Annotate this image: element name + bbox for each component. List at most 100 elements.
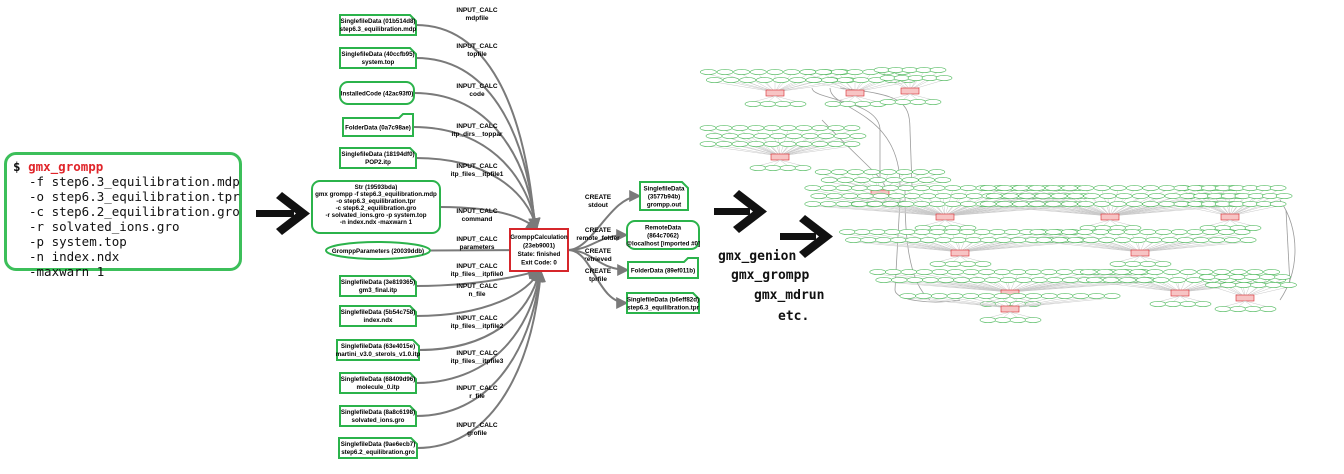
- overview-edge: [1116, 233, 1141, 253]
- overview-data-node: [979, 201, 997, 207]
- overview-edge: [1121, 273, 1181, 293]
- overview-edge: [1109, 205, 1232, 217]
- overview-calc-node: [1130, 249, 1150, 257]
- overview-edge: [1229, 219, 1239, 227]
- edge-link-label: grofile: [467, 430, 487, 437]
- node-label: POP2.itp: [365, 159, 391, 166]
- overview-data-node: [1176, 237, 1194, 243]
- overview-data-node: [733, 69, 750, 75]
- overview-edge: [907, 297, 1011, 309]
- overview-calc-node: [900, 87, 920, 95]
- edge-link-label: tprfile: [589, 276, 607, 283]
- overview-data-node: [810, 193, 828, 199]
- overview-edge: [1139, 233, 1211, 253]
- overview-data-node: [750, 69, 767, 75]
- overview-edge: [829, 87, 901, 187]
- overview-data-node: [907, 75, 925, 81]
- overview-edge: [774, 81, 848, 93]
- overview-edge: [774, 95, 784, 103]
- overview-edge: [909, 71, 925, 91]
- overview-data-node: [783, 69, 800, 75]
- overview-edge: [927, 197, 946, 217]
- overview-data-node: [1152, 277, 1170, 283]
- overview-data-node: [843, 141, 861, 147]
- overview-data-node: [928, 185, 946, 191]
- overview-data-node: [993, 293, 1011, 299]
- output-edge: [567, 249, 629, 309]
- edge-link-label: itp_files__itpfile2: [451, 323, 504, 330]
- overview-data-node: [879, 99, 897, 105]
- overview-edge: [823, 73, 856, 93]
- overview-data-node: [1269, 201, 1287, 207]
- overview-edge: [774, 73, 792, 93]
- input-node: SinglefileData (3e819365)gm3_final.itp: [339, 275, 417, 297]
- edge-link-label: remote_folder: [576, 235, 620, 242]
- overview-edge: [1009, 297, 1113, 309]
- overview-data-node: [909, 99, 927, 105]
- node-label: InstalledCode (42ac93f0): [341, 91, 414, 98]
- overview-edge: [854, 95, 864, 103]
- command-list-item: gmx_mdrun: [754, 288, 825, 303]
- overview-edge: [1222, 300, 1246, 308]
- overview-edge: [959, 255, 969, 263]
- overview-edge: [779, 137, 843, 157]
- overview-data-node: [882, 201, 899, 207]
- node-label: SinglefileData (18194df0): [341, 151, 414, 158]
- input-node: Str (19593bda)gmx grompp -f step6.3_equi…: [311, 180, 441, 234]
- overview-data-node: [851, 185, 868, 191]
- overview-edge: [894, 199, 961, 303]
- overview-edge: [1237, 278, 1246, 298]
- overview-edge: [1009, 273, 1049, 293]
- node-label: index.ndx: [364, 317, 393, 324]
- overview-data-node: [1004, 229, 1021, 235]
- overview-data-node: [789, 77, 806, 83]
- overview-edge: [971, 273, 1011, 293]
- overview-edge: [1094, 281, 1181, 293]
- overview-edge: [899, 281, 1011, 293]
- overview-edge: [757, 159, 781, 167]
- input-node: SinglefileData (40ccfb95)system.top: [339, 47, 417, 69]
- overview-data-node: [912, 169, 929, 175]
- edge-link-type: INPUT_CALC: [456, 123, 497, 130]
- overview-data-node: [739, 77, 756, 83]
- overview-data-node: [1161, 237, 1178, 243]
- input-node-shape: [342, 113, 414, 137]
- overview-data-node: [1265, 282, 1282, 288]
- overview-edge: [1109, 197, 1173, 217]
- overview-data-node: [815, 69, 832, 75]
- overview-edge: [1237, 300, 1246, 308]
- overview-calc-node: [1000, 305, 1020, 313]
- overview-data-node: [1028, 201, 1046, 207]
- overview-data-node: [1009, 317, 1027, 323]
- overview-data-node: [854, 101, 872, 107]
- command-arg: -p system.top: [29, 234, 127, 249]
- input-node: SinglefileData (01b514d8)step6.3_equilib…: [339, 14, 417, 36]
- overview-edge: [1222, 278, 1246, 298]
- overview-data-node: [763, 141, 781, 147]
- overview-data-node: [922, 277, 939, 283]
- node-label: martini_v3.0_sterols_v1.0.itp: [336, 351, 421, 358]
- arrow-right-icon: [256, 192, 310, 235]
- input-node-shape: [325, 241, 431, 260]
- calculation-label: GromppCalculation: [510, 234, 568, 241]
- overview-edge: [854, 73, 871, 93]
- overview-data-node: [902, 177, 919, 183]
- overview-data-node: [1229, 274, 1246, 280]
- output-edge: [567, 190, 642, 251]
- overview-data-node: [1155, 229, 1172, 235]
- input-node-shape: [339, 147, 417, 169]
- overview-edge: [1059, 197, 1111, 217]
- overview-data-node: [744, 101, 762, 107]
- overview-data-node: [1083, 193, 1100, 199]
- output-node-shape: [626, 220, 700, 250]
- overview-edge: [939, 297, 1011, 309]
- overview-data-node: [839, 101, 857, 107]
- overview-data-node: [872, 193, 890, 199]
- overview-calc-node: [1235, 294, 1255, 302]
- workflow-overview-graph: [699, 67, 1297, 323]
- overview-data-node: [1239, 237, 1257, 243]
- overview-edge: [1009, 297, 1081, 309]
- overview-edge: [930, 281, 1011, 293]
- output-node-shape: [639, 181, 689, 211]
- overview-data-node: [763, 125, 781, 131]
